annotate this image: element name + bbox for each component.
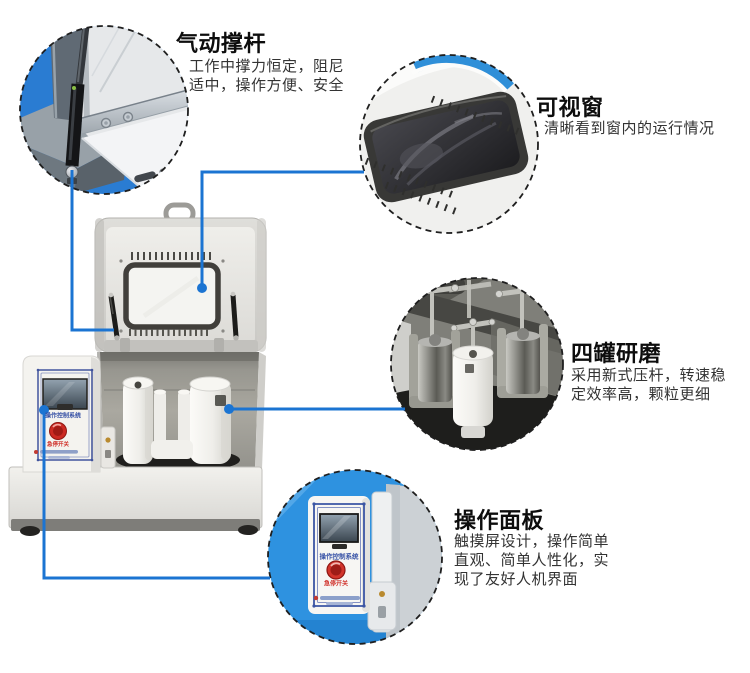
lid-vents-top <box>131 252 211 260</box>
steel-jar-left <box>418 340 452 402</box>
machine-photo <box>8 202 267 536</box>
machine-emergency-label: 急停开关 <box>47 441 69 448</box>
callout-photo-viewing-window <box>360 55 538 233</box>
gas-struts <box>108 291 239 341</box>
panel-screen <box>319 513 359 543</box>
dot-window <box>197 283 207 293</box>
callout-title-control-panel: 操作面板 <box>454 509 545 534</box>
connector-lines <box>42 170 405 580</box>
machine-control-panel <box>22 355 101 473</box>
latch <box>100 426 116 469</box>
steel-jar-right <box>506 334 540 394</box>
zoom-panel-label: 操作控制系统 <box>319 553 359 561</box>
callout-border-4 <box>267 469 443 645</box>
callout-title-viewing-window: 可视窗 <box>536 96 604 121</box>
zoom-emergency-label: 急停开关 <box>323 580 348 587</box>
window-glass <box>363 91 529 203</box>
white-jar <box>453 350 493 426</box>
connector-panel <box>42 412 270 580</box>
lid-vents-bottom <box>129 329 208 336</box>
connector-window <box>200 170 364 287</box>
callout-border-2 <box>359 54 539 234</box>
strut-cylinder <box>65 83 85 167</box>
machine-panel-label: 操作控制系统 <box>44 412 81 419</box>
connector-dots <box>39 283 234 415</box>
strut-piston <box>75 26 90 87</box>
jar-assembly <box>116 376 240 472</box>
callout-desc-pneumatic-strut: 工作中撑力恒定，阻尼适中，操作方便、安全 <box>189 57 345 94</box>
callout-desc-viewing-window: 清晰看到窗内的运行情况 <box>544 119 715 137</box>
machine-lid <box>94 217 267 353</box>
callout-border-1 <box>19 25 189 195</box>
callout-title-four-jars: 四罐研磨 <box>571 342 662 367</box>
connector-strut <box>70 170 114 332</box>
dot-panel <box>39 405 49 415</box>
callout-borders <box>19 25 564 645</box>
callout-photo-four-jars <box>391 278 563 450</box>
callout-desc-four-jars: 采用新式压杆，转速稳定效率高，颗粒更细 <box>571 366 727 403</box>
machine-base <box>8 466 263 536</box>
dot-jars <box>224 404 234 414</box>
callout-photo-pneumatic-strut <box>20 26 188 194</box>
callout-border-3 <box>390 277 564 451</box>
callout-desc-control-panel: 触摸屏设计，操作简单直观、简单人性化，实现了友好人机界面 <box>454 532 610 588</box>
callout-title-pneumatic-strut: 气动撑杆 <box>176 32 267 57</box>
